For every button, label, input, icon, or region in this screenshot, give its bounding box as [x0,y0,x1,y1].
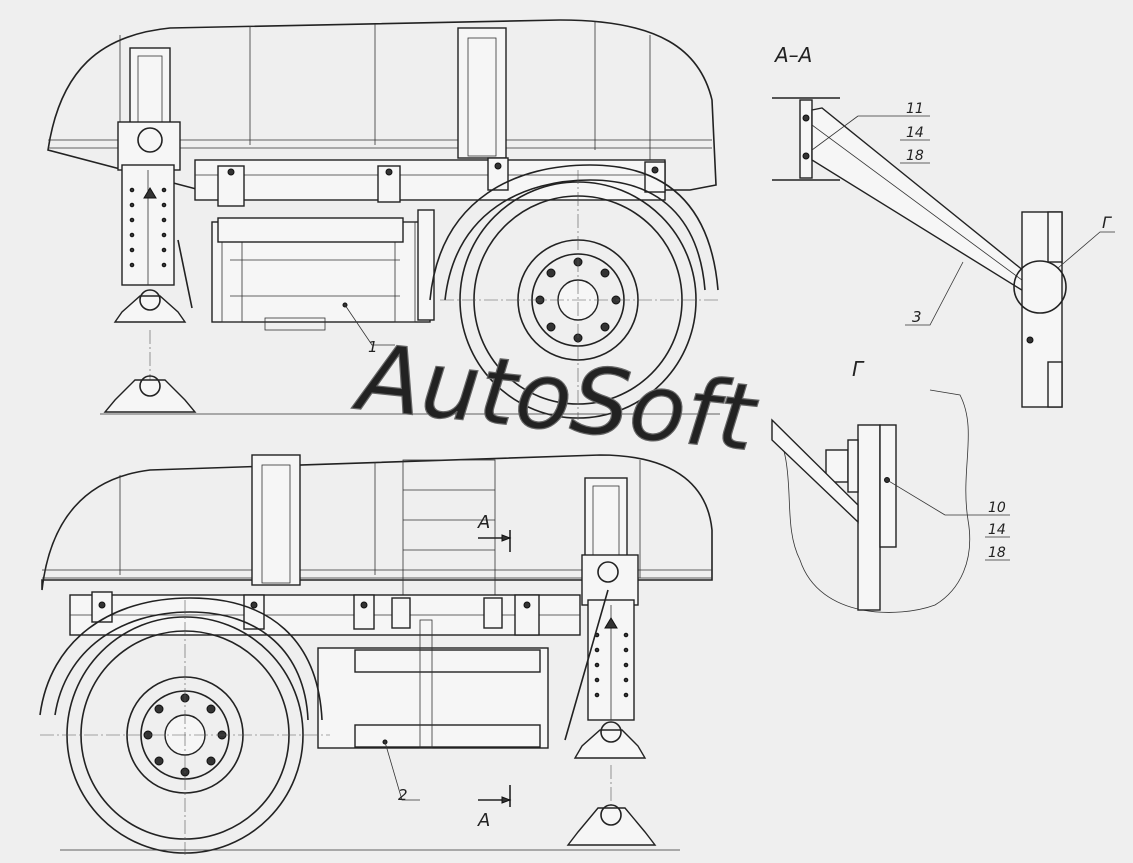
callout-detail-g: Г [1102,213,1112,232]
detail-g-circle [1013,260,1067,314]
top-body-outline [47,19,717,191]
detail-g-title: Г [852,357,865,381]
bottom-body-outline [41,454,713,591]
section-aa-view: А–А 11 14 18 3 Г [772,43,1115,408]
cut-marker-bottom: А [477,810,490,831]
cut-marker-top: А [477,512,490,533]
g-ref-18: 18 [988,545,1006,561]
g-ref-14: 14 [988,522,1006,538]
aa-ref-14: 14 [906,125,924,141]
watermark: AutoSoft [349,324,763,473]
section-aa-title: А–А [773,43,812,67]
g-ref-10: 10 [988,500,1006,516]
bottom-trailer-view: 2 А А [39,454,713,855]
callout-part-2: 2 [398,786,408,804]
aa-ref-11: 11 [906,101,924,117]
detail-g-view: Г 10 14 18 [771,357,1010,613]
callout-part-1: 1 [368,338,378,356]
top-trailer-view: 1 [47,19,720,420]
callout-part-3: 3 [912,308,922,326]
aa-ref-18: 18 [906,148,924,164]
